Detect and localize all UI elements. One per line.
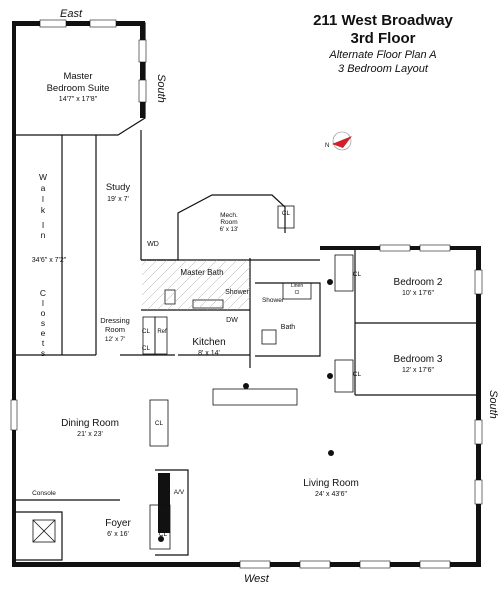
building-name: 211 West Broadway xyxy=(313,12,453,29)
closet-label: CL xyxy=(282,210,291,217)
shower1-name: Shower xyxy=(225,289,249,296)
master-suite-name1: Master xyxy=(63,71,92,82)
closet-label: CL xyxy=(159,531,168,538)
living-dims: 24' x 43'6" xyxy=(315,491,348,498)
dining-dims: 21' x 23' xyxy=(77,431,103,438)
plan-title-block: 211 West Broadway 3rd Floor Alternate Fl… xyxy=(288,12,478,76)
direction-west: West xyxy=(244,573,270,585)
fixtures xyxy=(32,205,354,550)
walk-in-letters: W a l k I n xyxy=(39,172,47,240)
shower2-name: Shower xyxy=(262,297,285,304)
master-bath-name: Master Bath xyxy=(180,268,223,277)
console-label: Console xyxy=(32,490,56,497)
closets-letters: C l o s e t s xyxy=(40,288,46,358)
foyer-name: Foyer xyxy=(105,518,131,529)
walk-in-letter: n xyxy=(41,230,46,240)
mech-name1: Mech. xyxy=(220,212,238,219)
master-bath-floor xyxy=(141,259,251,311)
walk-in-letter: k xyxy=(41,205,46,215)
bedroom2-dims: 10' x 17'6" xyxy=(402,290,435,297)
dining-name: Dining Room xyxy=(61,418,119,429)
wd-label: WD xyxy=(147,241,159,248)
study-name: Study xyxy=(106,182,131,193)
study-dims: 19' x 7' xyxy=(107,196,129,203)
bedroom2-name: Bedroom 2 xyxy=(394,277,443,288)
compass: N xyxy=(325,131,352,151)
dressing-name2: Room xyxy=(105,325,125,334)
floor-name: 3rd Floor xyxy=(350,30,416,47)
bedroom3-dims: 12' x 17'6" xyxy=(402,367,435,374)
walk-in-dims: 34'6" x 7'2" xyxy=(32,257,67,264)
room-labels: Master Bedroom Suite 14'7" x 17'8" W a l… xyxy=(32,71,443,538)
master-suite-name2: Bedroom Suite xyxy=(47,83,110,94)
bath-name: Bath xyxy=(281,324,296,331)
closets-letter: t xyxy=(42,338,45,348)
closets-letter: s xyxy=(41,348,45,358)
dressing-dims: 12' x 7' xyxy=(105,336,125,343)
master-suite-dims: 14'7" x 17'8" xyxy=(59,96,98,103)
windows xyxy=(10,19,483,569)
mech-dims: 6' x 13' xyxy=(220,227,239,233)
direction-east: East xyxy=(60,8,83,20)
direction-south-lower: South xyxy=(487,390,499,419)
closets-letter: e xyxy=(41,328,46,338)
columns xyxy=(158,279,334,542)
closet-label: CL xyxy=(142,328,151,335)
compass-north-label: N xyxy=(325,143,329,149)
closet-label: CL xyxy=(353,271,362,278)
closets-letter: l xyxy=(42,298,44,308)
closet-label: CL xyxy=(353,371,362,378)
dressing-name1: Dressing xyxy=(100,316,130,325)
linen-name1: Linen xyxy=(291,283,303,289)
closet-labels: CL CL CL CL CL CL CL CL xyxy=(142,210,362,538)
closets-letter: o xyxy=(41,308,46,318)
bedroom3-name: Bedroom 3 xyxy=(394,354,443,365)
walk-in-letter: a xyxy=(41,183,46,193)
walk-in-letter: l xyxy=(42,194,44,204)
layout-name: 3 Bedroom Layout xyxy=(338,63,428,75)
closets-letter: s xyxy=(41,318,45,328)
ref-label: Ref xyxy=(157,329,167,335)
closet-label: CL xyxy=(159,515,168,522)
direction-labels: East West South South xyxy=(60,8,499,585)
closets-letter: C xyxy=(40,288,46,298)
closet-label: CL xyxy=(142,345,151,352)
direction-south-upper: South xyxy=(155,74,167,103)
kitchen-dims: 8' x 14' xyxy=(198,350,220,357)
av-label: A/V xyxy=(174,489,185,496)
kitchen-name: Kitchen xyxy=(192,337,225,348)
foyer-dims: 6' x 16' xyxy=(107,531,129,538)
walk-in-letter: W xyxy=(39,172,47,182)
living-name: Living Room xyxy=(303,478,359,489)
mech-name2: Room xyxy=(220,219,237,226)
linen-name2: Cl xyxy=(295,290,300,296)
closet-label: CL xyxy=(155,420,164,427)
plan-name: Alternate Floor Plan A xyxy=(329,49,437,61)
walk-in-letter: I xyxy=(42,220,44,230)
dw-label: DW xyxy=(226,317,238,324)
